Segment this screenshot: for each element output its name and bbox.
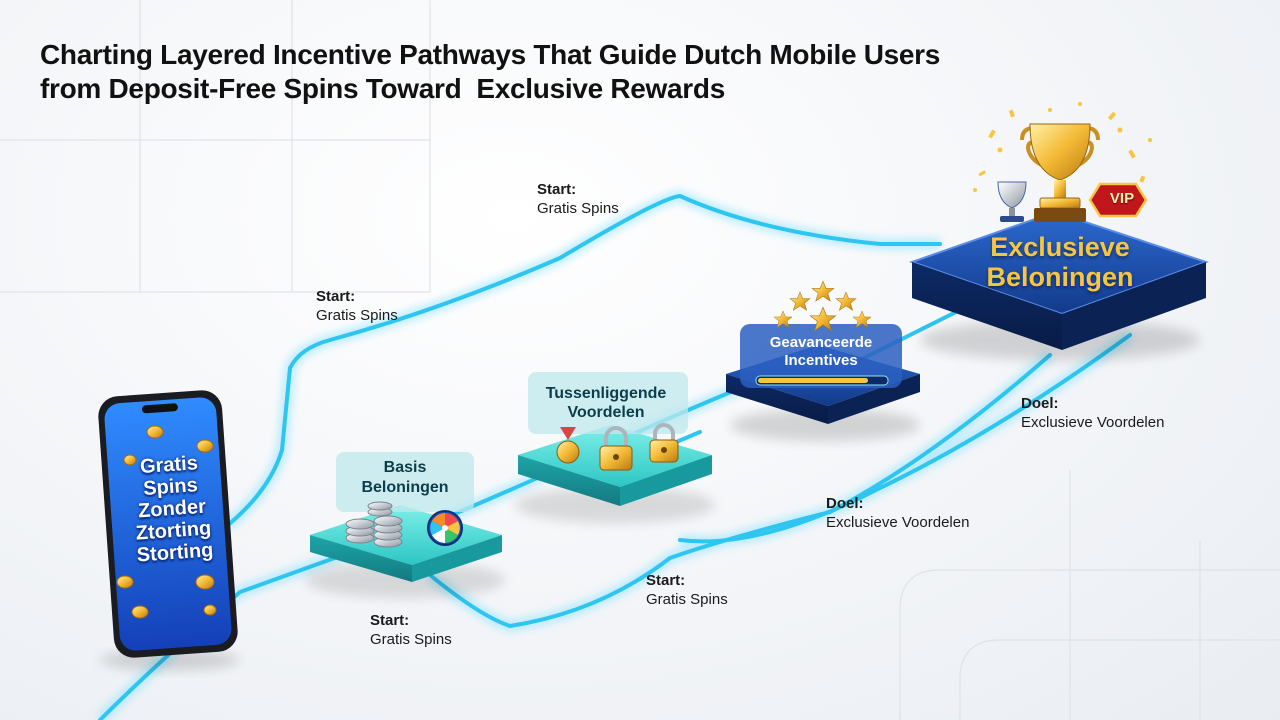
platform-exclusieve xyxy=(908,102,1210,360)
star-icon xyxy=(773,280,872,332)
path-label-start-top: Start:Gratis Spins xyxy=(537,181,619,217)
page-title: Charting Layered Incentive Pathways That… xyxy=(40,39,941,104)
phone-screen-text: Gratis Spins Zonder Ztorting Storting xyxy=(135,452,215,567)
platform-basis xyxy=(305,452,505,598)
path-label-start-bottom-left: Start:Gratis Spins xyxy=(370,612,452,648)
padlock-icon xyxy=(649,423,679,463)
path-label-start-bottom-right: Start:Gratis Spins xyxy=(646,572,728,608)
path-lower xyxy=(428,353,1052,629)
path-top xyxy=(226,193,942,527)
vip-badge-icon xyxy=(1088,182,1148,218)
path-label-start-mid: Start:Gratis Spins xyxy=(316,288,398,324)
platform-geavanceerde xyxy=(726,280,920,441)
path-label-doel-mid: Doel:Exclusieve Voordelen xyxy=(826,495,970,531)
medal-icon xyxy=(556,427,580,464)
trophy-icon xyxy=(997,181,1027,222)
smartphone-icon xyxy=(98,390,240,670)
gold-coin-icon xyxy=(116,425,217,619)
confetti xyxy=(973,102,1152,192)
path-right xyxy=(678,333,1132,544)
prize-wheel-icon xyxy=(427,510,463,546)
platform-tussenliggende xyxy=(515,372,715,523)
coin-stack-icon xyxy=(345,501,403,548)
padlock-icon xyxy=(599,426,633,471)
vip-badge-label: VIP xyxy=(1109,190,1135,207)
trophy-icon xyxy=(1020,123,1100,222)
path-label-doel-right: Doel:Exclusieve Voordelen xyxy=(1021,395,1165,431)
